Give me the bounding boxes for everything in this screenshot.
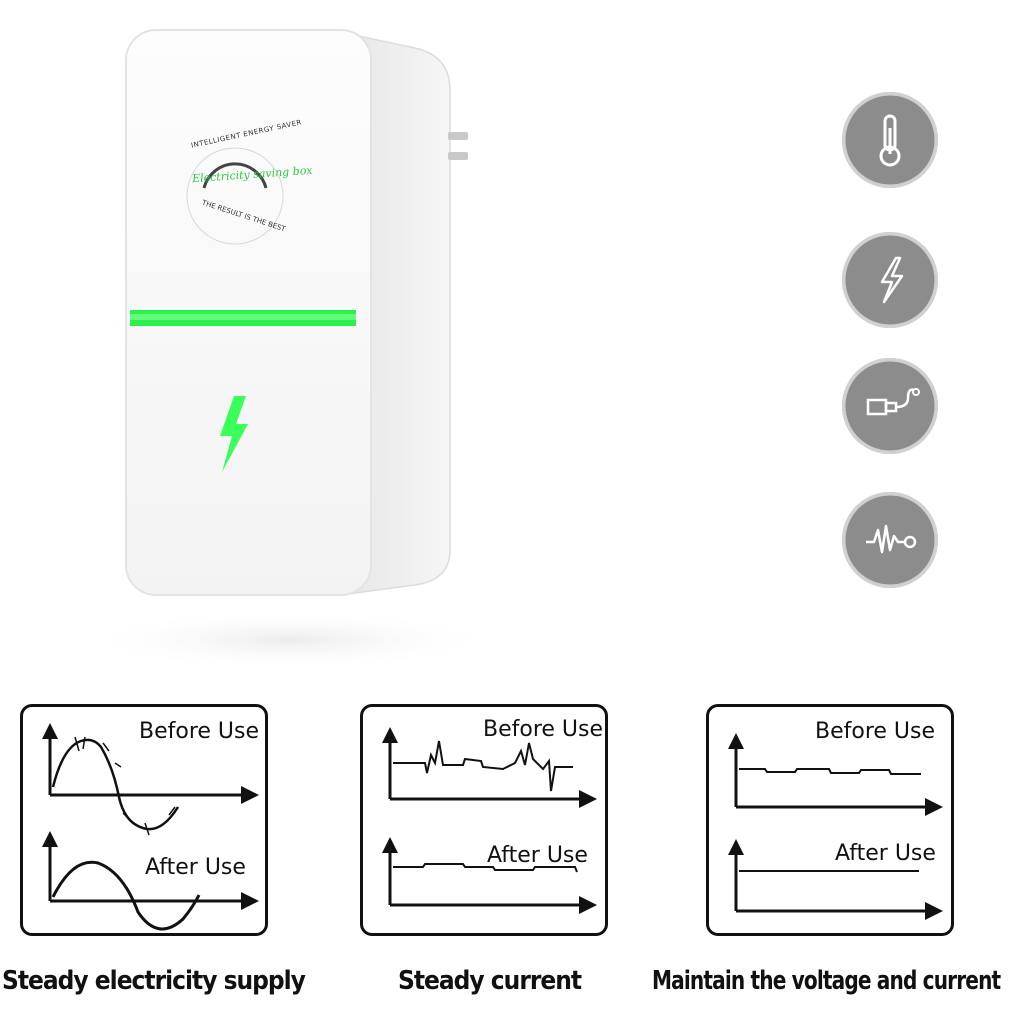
after-use-label: After Use <box>145 855 246 880</box>
usb-plug-icon <box>842 358 938 454</box>
chart-panel-steady-current: Before Use After Use <box>360 704 608 936</box>
before-use-label: Before Use <box>483 717 604 742</box>
after-use-label: After Use <box>487 843 588 868</box>
caption-steady-electricity-supply: Steady electricity supply <box>2 966 306 996</box>
caption-maintain-voltage-current: Maintain the voltage and current <box>652 966 1001 996</box>
after-use-label: After Use <box>835 841 936 866</box>
lightning-icon <box>842 232 938 328</box>
thermometer-icon <box>842 92 938 188</box>
before-use-label: Before Use <box>139 719 260 744</box>
chart-panel-electricity-supply: Before Use After Use <box>20 704 268 936</box>
waveform-icon <box>842 492 938 588</box>
product-image: INTELLIGENT ENERGY SAVER Electricity sav… <box>70 20 490 680</box>
feature-icon-column <box>838 92 942 592</box>
before-use-label: Before Use <box>815 719 936 744</box>
caption-steady-current: Steady current <box>398 966 582 996</box>
chart-panel-voltage-current: Before Use After Use <box>706 704 954 936</box>
